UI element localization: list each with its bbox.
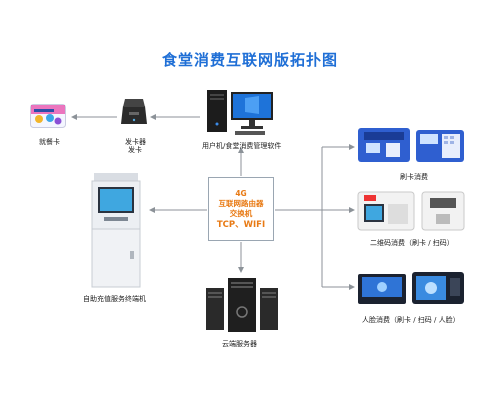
qr-label: 二维码消费（刷卡 / 扫码） bbox=[370, 239, 454, 247]
swipe-label: 刷卡消费 bbox=[400, 173, 428, 181]
pc-icon bbox=[207, 90, 273, 135]
diagram-title: 食堂消费互联网版拓扑图 bbox=[161, 51, 338, 69]
issuer-label-1: 发卡器 bbox=[125, 138, 146, 146]
meal-card-icon bbox=[30, 104, 66, 128]
face-terminal-icon bbox=[358, 272, 464, 304]
face-label: 人脸消费（刷卡 / 扫码 / 人脸） bbox=[362, 316, 460, 324]
kiosk-label: 自助充值服务终端机 bbox=[83, 295, 146, 303]
issuer-label-2: 发卡 bbox=[128, 146, 142, 154]
pc-label: 用户机/食堂消费管理软件 bbox=[202, 142, 282, 150]
hub-line-tcp: TCP、WIFI bbox=[216, 219, 266, 230]
server-label: 云端服务器 bbox=[222, 340, 257, 348]
kiosk-icon bbox=[91, 173, 141, 288]
server-icon bbox=[206, 278, 278, 332]
card-label: 就餐卡 bbox=[39, 138, 60, 146]
card-issuer-icon bbox=[121, 99, 147, 124]
hub-line-4g: 4G bbox=[235, 188, 247, 198]
hub-line-switch: 交换机 bbox=[229, 208, 253, 218]
hub-line-router: 互联网路由器 bbox=[218, 198, 264, 208]
swipe-terminal-icon bbox=[358, 128, 464, 162]
router-switch-box: 4G 互联网路由器 交换机 TCP、WIFI bbox=[208, 177, 274, 241]
qr-terminal-icon bbox=[357, 191, 465, 231]
